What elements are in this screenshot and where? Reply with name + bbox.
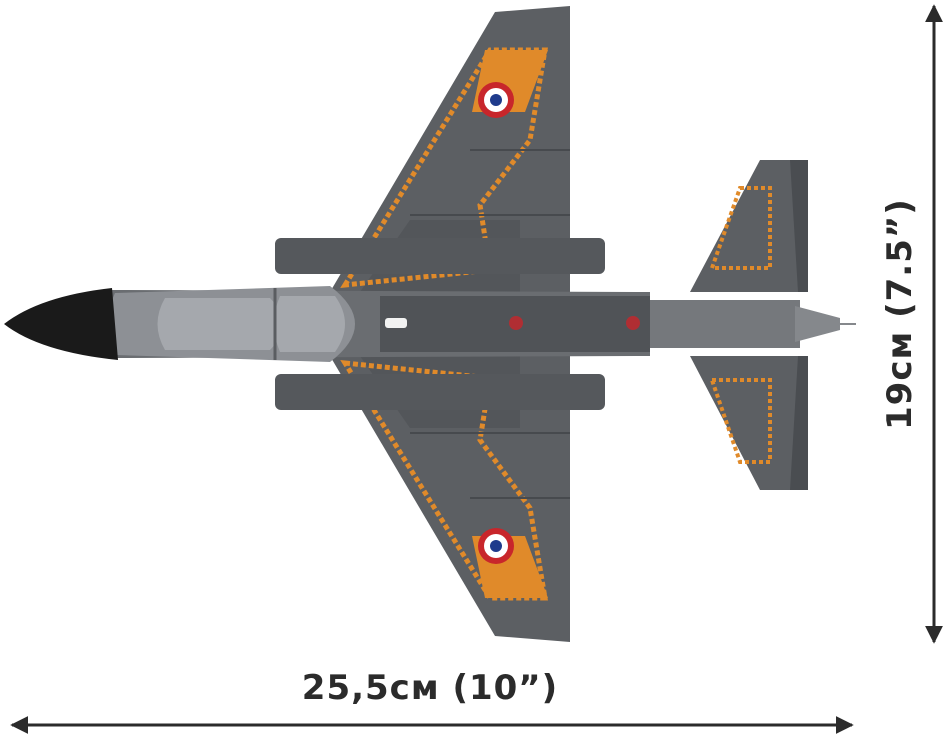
width-dimension-label: 25,5см (10”) bbox=[301, 668, 559, 708]
nose-cone bbox=[4, 288, 118, 360]
tail-stabilizer-lower bbox=[690, 356, 808, 490]
height-dimension-label: 19см (7.5”) bbox=[880, 198, 920, 430]
canopy bbox=[107, 286, 355, 362]
tail-stabilizer-upper bbox=[690, 160, 808, 292]
engine-pod-upper bbox=[275, 238, 605, 274]
engine-pod-lower bbox=[275, 374, 605, 410]
